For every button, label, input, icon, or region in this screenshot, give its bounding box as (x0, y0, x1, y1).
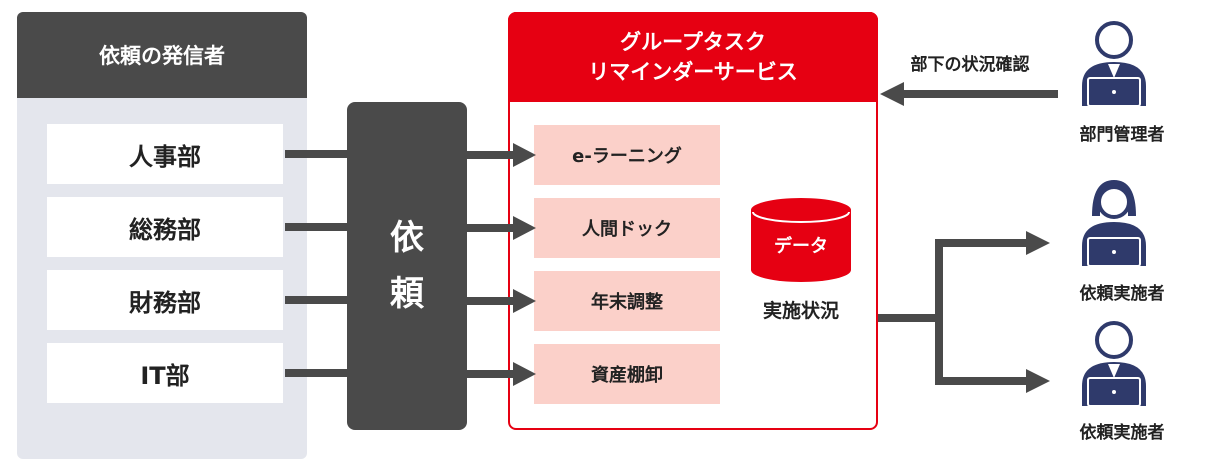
implementer-label-2: 依頼実施者 (1079, 423, 1165, 443)
implementer-person-icon (1082, 321, 1146, 407)
status-label: 実施状況 (762, 300, 839, 322)
module-e-learning: e-ラーニング (534, 125, 720, 185)
manager-person-icon (1082, 21, 1146, 107)
request-bar: 依 頼 (347, 102, 467, 430)
manager-label: 部門管理者 (1079, 125, 1165, 145)
service-title: グループタスク リマインダーサービス (508, 12, 878, 102)
department-finance: 財務部 (47, 270, 283, 330)
status-check-label: 部下の状況確認 (910, 55, 1030, 75)
department-general-affairs: 総務部 (47, 197, 283, 257)
service-title-line2: リマインダーサービス (588, 60, 798, 84)
department-it: IT部 (47, 343, 283, 403)
request-char-2: 頼 (390, 274, 424, 314)
implementer-person-icon (1082, 180, 1146, 267)
service-title-line1: グループタスク (620, 30, 766, 54)
implementer-label-1: 依頼実施者 (1079, 284, 1165, 304)
department-hr: 人事部 (47, 124, 283, 184)
database-icon (751, 198, 851, 282)
request-char-1: 依 (390, 218, 424, 258)
sender-panel-title: 依頼の発信者 (17, 12, 307, 98)
module-health-check: 人間ドック (534, 198, 720, 258)
module-asset-inventory: 資産棚卸 (534, 344, 720, 404)
database-label: データ (774, 236, 828, 257)
module-year-end-adjustment: 年末調整 (534, 271, 720, 331)
